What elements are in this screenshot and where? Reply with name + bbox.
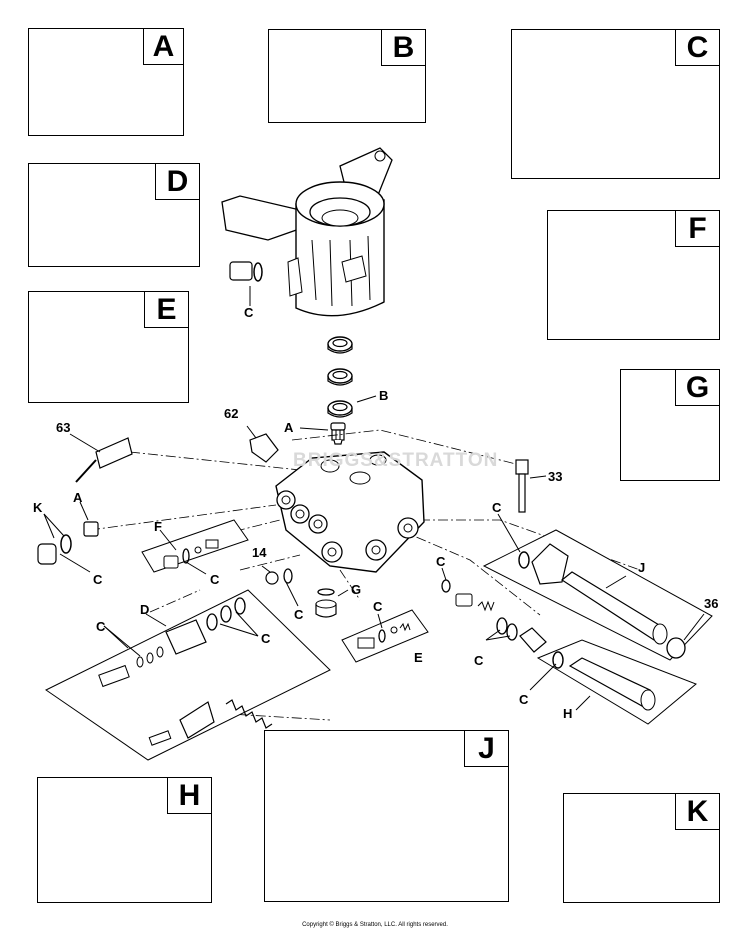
- callout-a-valve-top: A: [284, 420, 294, 435]
- kit-label-b: B: [381, 30, 425, 66]
- part-33-bolt: [515, 459, 547, 513]
- part-62-fitting: [246, 425, 279, 463]
- kit-label-k: K: [675, 794, 719, 830]
- copyright-text: Copyright © Briggs & Stratton, LLC. All …: [302, 922, 448, 928]
- kit-box-j: J: [264, 730, 509, 902]
- callout-g-exploded: G: [351, 582, 362, 597]
- part-14-group: [261, 565, 299, 607]
- kit-box-d: D: [28, 163, 200, 267]
- callout-b-ring: B: [379, 388, 389, 403]
- callout-62: 62: [224, 406, 239, 421]
- callout-c-j-exploded: C: [492, 500, 502, 515]
- callout-d-exploded: D: [140, 602, 150, 617]
- f-exploded-panel: [141, 519, 249, 575]
- kit-box-a: A: [28, 28, 184, 136]
- callout-j-exploded: J: [638, 560, 646, 575]
- seal-stack: [299, 336, 377, 445]
- a-valve-left: [79, 501, 99, 537]
- callout-c-e-exploded: C: [373, 599, 383, 614]
- part-63-injector: [69, 433, 133, 483]
- callout-c-d-left: C: [96, 619, 106, 634]
- kit-label-g: G: [675, 370, 719, 406]
- callout-c-14: C: [294, 607, 304, 622]
- callout-14: 14: [252, 545, 267, 560]
- callout-c-k-left: C: [93, 572, 103, 587]
- callout-k-left: K: [33, 500, 43, 515]
- d-exploded-panel: [45, 589, 331, 761]
- kit-box-f: F: [547, 210, 720, 340]
- kit-label-c: C: [675, 30, 719, 66]
- callout-c-f-exploded: C: [210, 572, 220, 587]
- kit-box-e: E: [28, 291, 189, 403]
- callout-33: 33: [548, 469, 563, 484]
- j-exploded-panel: [482, 513, 713, 661]
- callout-c-h-exploded: C: [519, 692, 529, 707]
- kit-box-b: B: [268, 29, 426, 123]
- callout-63: 63: [56, 420, 71, 435]
- callout-c-manifold-side: C: [244, 305, 254, 320]
- k-plug-left: [37, 513, 91, 573]
- callout-c-unloader-bottom: C: [474, 653, 484, 668]
- callout-a-left: A: [73, 490, 83, 505]
- kit-box-h: H: [37, 777, 212, 903]
- manifold: [275, 451, 425, 573]
- kit-box-g: G: [620, 369, 720, 481]
- kit-label-f: F: [675, 211, 719, 247]
- kit-label-d: D: [155, 164, 199, 200]
- pump-housing: [221, 147, 393, 317]
- watermark: BRIGGS&STRATTON: [293, 450, 499, 471]
- kit-label-a: A: [143, 29, 183, 65]
- assembly-lines: [89, 429, 641, 721]
- kit-label-h: H: [167, 778, 211, 814]
- callout-f-exploded: F: [154, 519, 162, 534]
- e-exploded-panel: [341, 609, 429, 663]
- kit-label-e: E: [144, 292, 188, 328]
- callout-c-d-right: C: [261, 631, 271, 646]
- callout-c-unloader-top: C: [436, 554, 446, 569]
- kit-box-c: C: [511, 29, 720, 179]
- unloader-right-group: [441, 567, 547, 653]
- kit-label-j: J: [464, 731, 508, 767]
- callout-e-exploded: E: [414, 650, 423, 665]
- g-plug-exploded: [315, 588, 349, 618]
- housing-side-plug: [229, 261, 263, 306]
- callout-36: 36: [704, 596, 719, 611]
- h-exploded-panel: [529, 639, 697, 725]
- kit-box-k: K: [563, 793, 720, 903]
- callout-h-exploded: H: [563, 706, 573, 721]
